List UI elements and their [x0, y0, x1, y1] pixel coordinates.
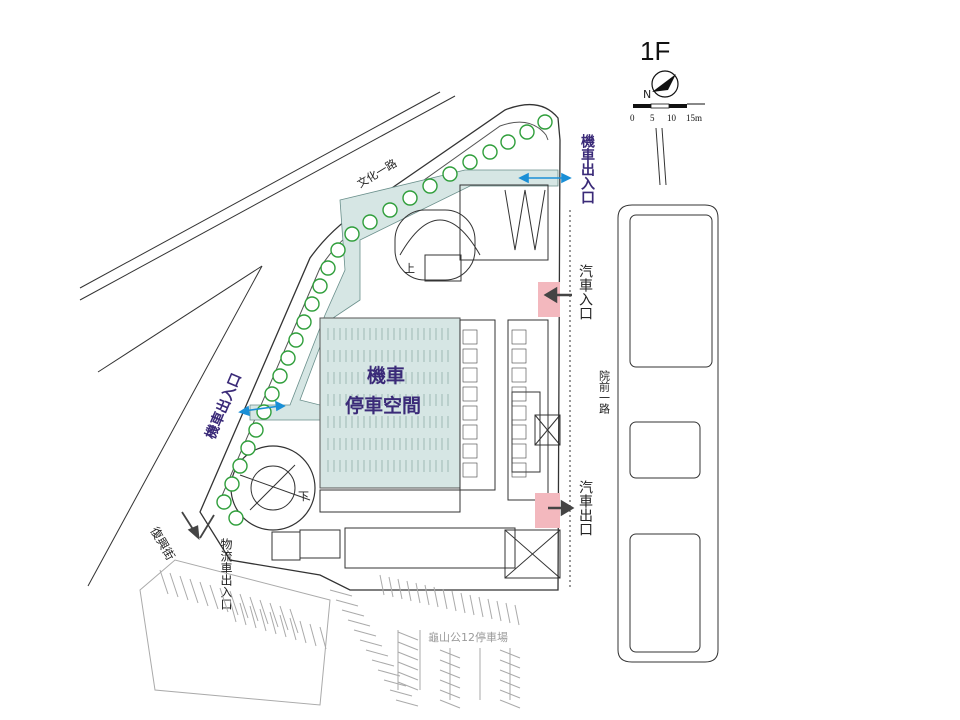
car-exit-label: 汽車出口	[577, 480, 593, 536]
tree-icon	[344, 226, 360, 242]
tree-icon	[320, 260, 336, 276]
moto-parking-label-1: 機車	[367, 364, 405, 387]
tree-icon	[382, 202, 398, 218]
moto-parking-hall	[319, 317, 461, 489]
ramp-down-label: 下	[298, 490, 309, 503]
tree-icon	[304, 296, 320, 312]
tree-icon	[280, 350, 296, 366]
tree-icon	[330, 242, 346, 258]
tree-icon	[232, 458, 248, 474]
tree-row	[216, 114, 553, 526]
tree-icon	[402, 190, 418, 206]
north-compass-icon: N	[643, 70, 679, 101]
tree-icon	[224, 476, 240, 492]
tree-icon	[519, 124, 535, 140]
tree-icon	[216, 494, 232, 510]
scale-tick-10: 10	[667, 113, 677, 123]
tree-icon	[288, 332, 304, 348]
site-outline	[199, 103, 561, 591]
tree-icon	[537, 114, 553, 130]
road-median	[569, 204, 719, 663]
tree-icon	[228, 510, 244, 526]
scale-bar: 0 5 10 15m	[630, 103, 705, 123]
moto-entrance-top-arrow-icon	[518, 172, 572, 184]
moto-entrance-left-label: 機車出入口	[202, 370, 245, 441]
car-entrance-arrow-icon	[543, 286, 572, 304]
logistics-entrance-label: 物流車出入口	[219, 538, 233, 610]
moto-entrance-top-label: 機車出入口	[579, 133, 595, 204]
tree-icon	[500, 134, 516, 150]
logistics-arrow-icon	[181, 511, 215, 541]
building-structures	[271, 184, 561, 579]
car-exit-zone	[535, 493, 560, 528]
street-fuxing: 復興街	[147, 524, 178, 563]
street-wenhua: 文化一路	[354, 156, 399, 191]
tree-icon	[248, 422, 264, 438]
scale-tick-0: 0	[630, 113, 635, 123]
green-zone	[249, 169, 559, 421]
north-symbol: N	[643, 88, 651, 101]
ramp-up-label: 上	[404, 262, 415, 275]
car-entrance-label: 汽車入口	[577, 264, 593, 320]
moto-parking-label-2: 停車空間	[345, 394, 421, 417]
tree-icon	[296, 314, 312, 330]
parking-lot-label: 龜山公12停車場	[428, 630, 508, 644]
tree-icon	[482, 144, 498, 160]
tree-icon	[422, 178, 438, 194]
tree-icon	[442, 166, 458, 182]
moto-entrance-left-arrow-icon	[238, 400, 286, 417]
tree-icon	[264, 386, 280, 402]
floor-label: 1F	[640, 36, 670, 66]
scale-tick-5: 5	[650, 113, 655, 123]
tree-icon	[240, 440, 256, 456]
street-yuanqian: 院前一路	[598, 369, 611, 415]
tree-icon	[362, 214, 378, 230]
outdoor-parking-lot	[139, 559, 521, 709]
tree-icon	[462, 154, 478, 170]
car-stalls	[462, 329, 527, 478]
car-exit-arrow-icon	[548, 499, 575, 517]
tree-icon	[312, 278, 328, 294]
road-lines	[79, 91, 667, 587]
scale-tick-15m: 15m	[686, 113, 702, 123]
tree-icon	[272, 368, 288, 384]
